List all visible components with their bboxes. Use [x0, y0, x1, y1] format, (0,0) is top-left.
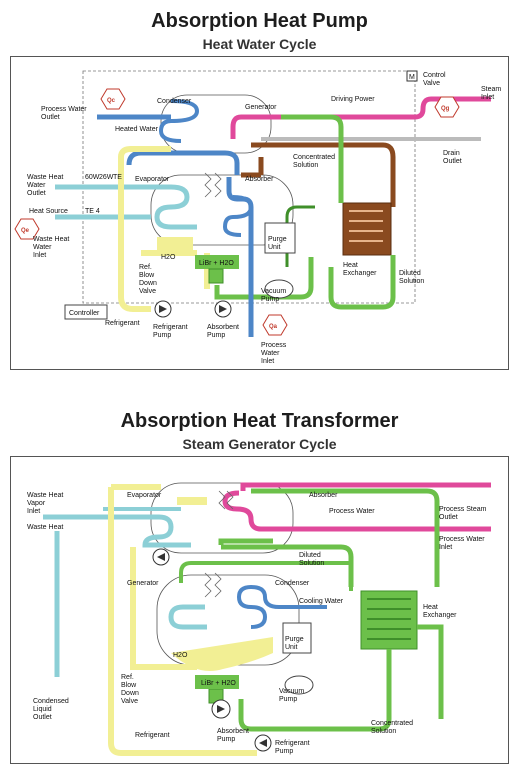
refrigerant-line — [108, 484, 257, 756]
waste-heat-line — [43, 514, 191, 677]
refrigerant-label: Refrigerant — [135, 732, 170, 739]
process-water-label: Process Water — [329, 508, 375, 515]
condenser-label: Condenser — [157, 98, 192, 105]
qc-badge — [100, 88, 126, 110]
qe-badge-label: Qe — [21, 228, 30, 234]
waste-heat-lines — [55, 184, 197, 230]
qa-badge — [262, 314, 288, 336]
controller-box — [64, 304, 108, 320]
controller-label: Controller — [69, 310, 100, 317]
condenser-label: Condenser — [275, 580, 310, 587]
waste-heat-label: Waste Heat — [27, 524, 63, 531]
control-valve-motor[interactable] — [406, 70, 418, 82]
te1-label: 60W — [85, 174, 100, 181]
qg-badge — [434, 96, 460, 118]
concentrated-solution-line — [238, 624, 444, 732]
libr-label: LiBr + H2O — [201, 680, 236, 687]
generator-label: Generator — [127, 580, 159, 587]
refrigerant-label: Refrigerant — [105, 320, 140, 327]
process-steam-line — [240, 482, 491, 491]
evaporator-absorber-shell — [150, 174, 294, 246]
te3-label: TE — [113, 174, 122, 181]
steam-line — [230, 96, 491, 139]
process-water-inlet-line — [222, 490, 491, 532]
refrigerant-line — [118, 146, 210, 312]
generator-label: Generator — [245, 104, 277, 111]
qa-badge-label: Qa — [269, 324, 278, 330]
cooling-water-label: Cooling Water — [299, 598, 344, 605]
h2o-label: H2O — [161, 254, 176, 261]
vacuum-pump — [264, 279, 294, 299]
pump-title: Absorption Heat Pump — [151, 10, 368, 32]
transformer-subtitle: Steam Generator Cycle — [182, 436, 337, 452]
heat-source-label: Heat Source — [29, 208, 68, 215]
absorber-green-loop — [251, 488, 440, 587]
qg-badge-label: Qg — [441, 106, 450, 112]
qe-badge — [14, 218, 40, 240]
absorber-label: Absorber — [245, 176, 274, 183]
driving-power-label: Driving Power — [331, 96, 375, 103]
h2o-label: H2O — [173, 652, 188, 659]
m-label: M — [409, 74, 415, 81]
qc-badge-label: Qc — [107, 98, 116, 104]
evaporator-label: Evaporator — [135, 176, 170, 183]
diluted-solution-line — [214, 255, 396, 310]
absorber-label: Absorber — [309, 492, 338, 499]
te2-label: 26W — [99, 174, 114, 181]
concentrated-solution-line — [241, 142, 396, 207]
heated-water-label: Heated Water — [115, 126, 159, 133]
purge-unit — [282, 622, 312, 654]
purge-unit — [264, 222, 296, 254]
vacuum-pump — [284, 675, 314, 695]
transformer-title: Absorption Heat Transformer — [120, 410, 399, 432]
diluted-solution-line — [218, 538, 354, 587]
te4-label: TE 4 — [85, 208, 100, 215]
cooling-water-line — [236, 584, 327, 629]
pump-subtitle: Heat Water Cycle — [202, 36, 317, 52]
libr-label: LiBr + H2O — [199, 260, 234, 267]
libr-pool — [195, 255, 239, 269]
evaporator-label: Evaporator — [127, 492, 162, 499]
